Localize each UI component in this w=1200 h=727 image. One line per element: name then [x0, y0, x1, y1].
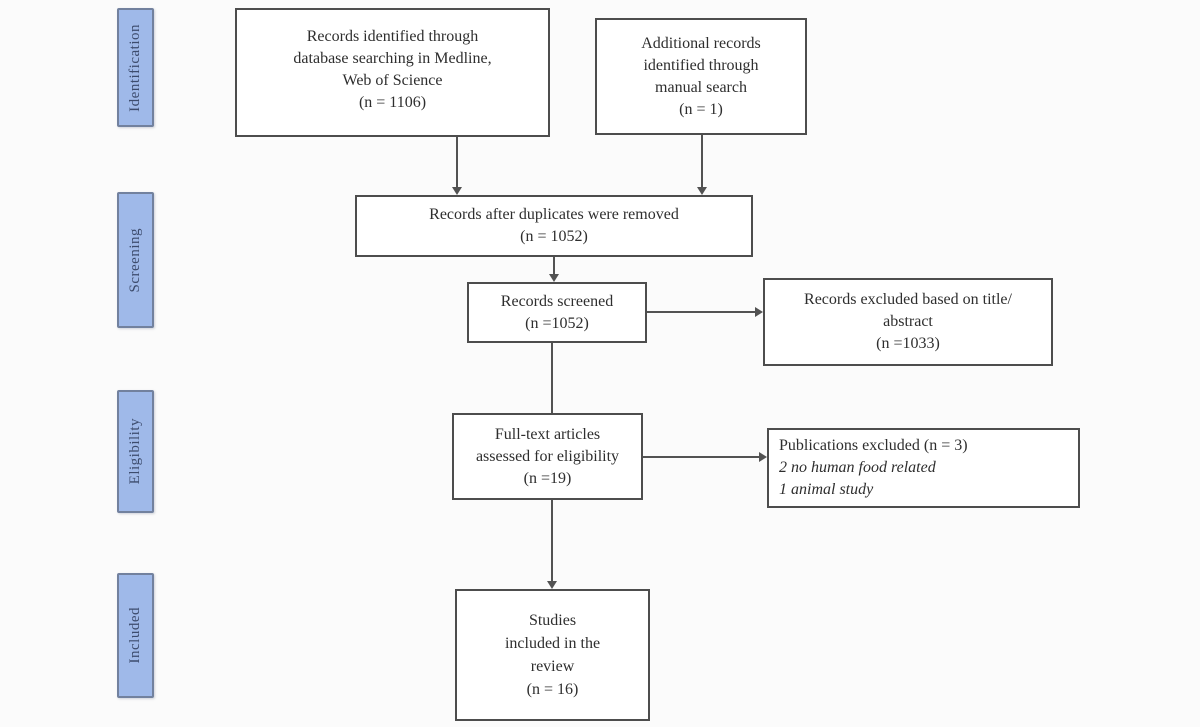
- arrow-identified-to-duplicates-head: [452, 187, 462, 195]
- publications-excluded-reason-1: 2 no human food related: [779, 459, 936, 476]
- arrow-fulltext-to-publications-excluded-line: [643, 456, 761, 458]
- box-records-screened: Records screened (n =1052): [467, 282, 647, 343]
- stage-label-screening-text: Screening: [127, 227, 143, 293]
- stage-label-eligibility: Eligibility: [117, 390, 154, 513]
- arrow-identified-to-duplicates-line: [456, 137, 458, 189]
- stage-label-eligibility-text: Eligibility: [127, 418, 143, 485]
- box-publications-excluded: Publications excluded (n = 3) 2 no human…: [767, 428, 1080, 508]
- arrow-duplicates-to-screened-head: [549, 274, 559, 282]
- box-records-after-duplicates: Records after duplicates were removed (n…: [355, 195, 753, 257]
- publications-excluded-reason-2: 1 animal study: [779, 481, 874, 498]
- box-studies-included: Studies included in the review (n = 16): [455, 589, 650, 721]
- arrow-fulltext-to-included-head: [547, 581, 557, 589]
- stage-label-identification: Identification: [117, 8, 154, 127]
- box-records-identified: Records identified through database sear…: [235, 8, 550, 137]
- stage-label-included: Included: [117, 573, 154, 698]
- box-additional-records: Additional records identified through ma…: [595, 18, 807, 135]
- arrow-screened-to-excluded-head: [755, 307, 763, 317]
- arrow-duplicates-to-screened-line: [553, 257, 555, 276]
- box-full-text-assessed: Full-text articles assessed for eligibil…: [452, 413, 643, 500]
- box-records-excluded-title-abstract: Records excluded based on title/ abstrac…: [763, 278, 1053, 366]
- arrow-additional-to-duplicates-head: [697, 187, 707, 195]
- stage-label-screening: Screening: [117, 192, 154, 328]
- arrow-screened-to-excluded-line: [647, 311, 757, 313]
- publications-excluded-title: Publications excluded (n = 3): [779, 437, 968, 454]
- arrow-additional-to-duplicates-line: [701, 135, 703, 189]
- stage-label-identification-text: Identification: [127, 23, 143, 112]
- arrow-fulltext-to-included-line: [551, 500, 553, 583]
- arrow-fulltext-to-publications-excluded-head: [759, 452, 767, 462]
- stage-label-included-text: Included: [127, 607, 143, 664]
- connector-screened-to-fulltext-line: [551, 343, 553, 413]
